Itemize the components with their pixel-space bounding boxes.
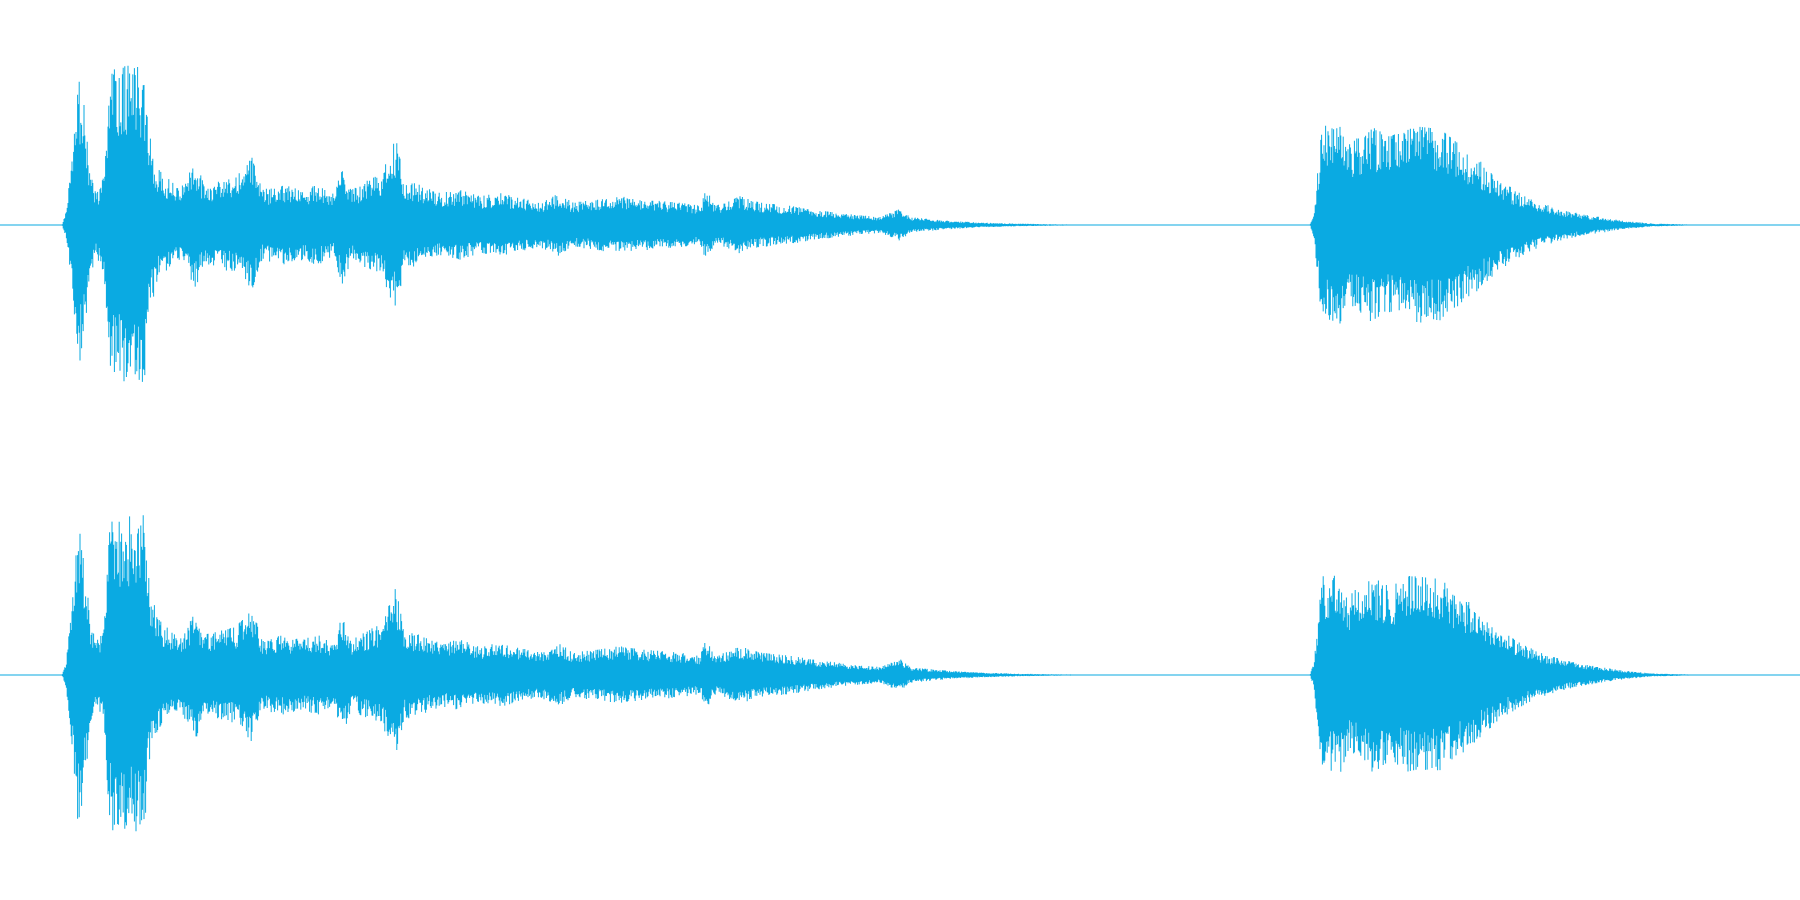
waveform-channel-left (0, 65, 1800, 382)
waveform-signal (61, 65, 1708, 382)
waveform-channel-right (0, 515, 1800, 832)
waveform-signal (61, 515, 1708, 832)
